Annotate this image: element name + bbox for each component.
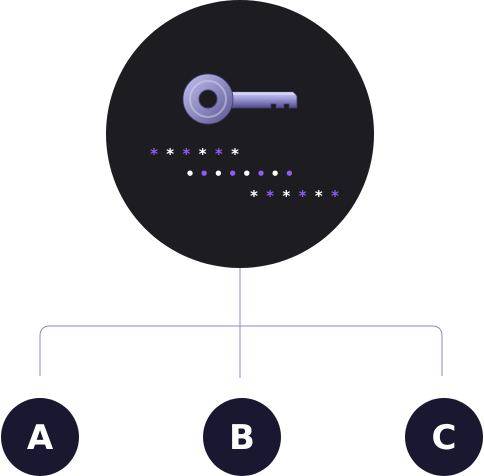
mask-char: * (282, 187, 291, 205)
password-row-asterisks-1: * * * * * * (149, 145, 239, 163)
mask-char: * (249, 187, 258, 205)
mask-char: * (330, 187, 339, 205)
mask-char: * (149, 145, 158, 163)
password-hub-circle (106, 0, 374, 268)
password-row-asterisks-2: * * * * * * (249, 187, 339, 205)
connector-branch (39, 325, 443, 376)
mask-char: * (182, 145, 191, 163)
mask-char: • (256, 165, 265, 183)
mask-char: • (285, 165, 294, 183)
mask-char: * (230, 145, 239, 163)
mask-char: * (266, 187, 275, 205)
mask-char: * (214, 145, 223, 163)
mask-char: • (185, 165, 194, 183)
node-c: C (405, 398, 483, 476)
mask-char: * (198, 145, 207, 163)
password-row-dots: • • • • • • • • (185, 165, 293, 183)
connector-lines (39, 268, 443, 378)
mask-char: • (242, 165, 251, 183)
mask-char: • (271, 165, 280, 183)
mask-char: • (214, 165, 223, 183)
node-a: A (1, 398, 79, 476)
key-icon (182, 73, 298, 125)
mask-char: * (298, 187, 307, 205)
node-a-label: A (27, 418, 54, 458)
node-b-label: B (229, 418, 255, 458)
mask-char: • (228, 165, 237, 183)
node-b: B (203, 398, 281, 476)
mask-char: * (314, 187, 323, 205)
mask-char: • (200, 165, 209, 183)
node-c-label: C (432, 418, 457, 458)
mask-char: * (166, 145, 175, 163)
